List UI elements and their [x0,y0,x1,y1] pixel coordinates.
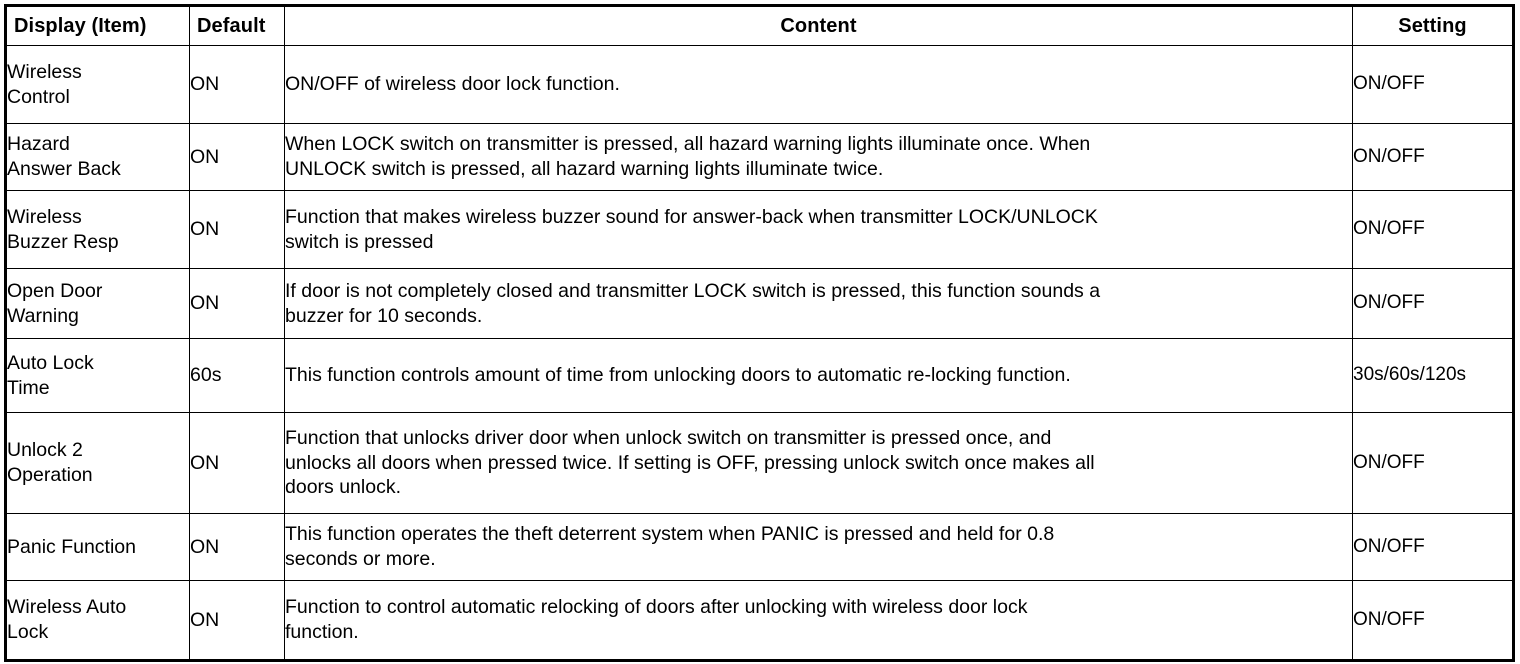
content-line: When LOCK switch on transmitter is press… [285,133,1091,156]
content-line: Function that makes wireless buzzer soun… [285,205,1098,228]
cell-setting-options: ON/OFF [1352,513,1514,581]
display-item-line: Open Door [7,279,103,302]
display-item-line: Wireless [7,60,82,83]
content-line: UNLOCK switch is pressed, all hazard war… [285,158,884,180]
column-header-default: Default [189,5,285,46]
display-item-line: Time [7,376,50,399]
cell-setting-options: ON/OFF [1352,580,1514,661]
cell-content-description: ON/OFF of wireless door lock function. [284,45,1353,124]
column-header-display-item: Display (Item) [5,5,190,46]
display-item-line: Lock [7,621,49,643]
display-item-line: Operation [7,464,93,486]
cell-setting-options: ON/OFF [1352,45,1514,124]
cell-content-description: When LOCK switch on transmitter is press… [284,123,1353,191]
content-line: ON/OFF of wireless door lock function. [285,73,620,96]
cell-content-description: This function controls amount of time fr… [284,338,1353,413]
cell-default-value: ON [189,45,285,124]
cell-content-description: Function to control automatic relocking … [284,580,1353,661]
cell-default-value: ON [189,190,285,269]
cell-setting-options: ON/OFF [1352,123,1514,191]
cell-default-value: 60s [189,338,285,413]
content-line: Function to control automatic relocking … [285,596,1028,619]
content-line: unlocks all doors when pressed twice. If… [285,451,1095,474]
cell-content-description: If door is not completely closed and tra… [284,268,1353,339]
display-item-line: Hazard [7,133,70,156]
content-line: function. [285,621,359,643]
content-line: seconds or more. [285,548,436,570]
table-header: Display (Item) Default Content Setting [5,5,1514,46]
content-line: If door is not completely closed and tra… [285,279,1101,302]
display-item-line: Unlock 2 [7,439,83,462]
header-row: Display (Item) Default Content Setting [5,5,1514,46]
cell-content-description: This function operates the theft deterre… [284,513,1353,581]
cell-setting-options: 30s/60s/120s [1352,338,1514,413]
display-item-line: Control [7,85,70,108]
function-settings-table: Display (Item) Default Content Setting W… [4,4,1515,662]
cell-default-value: ON [189,513,285,581]
content-line: buzzer for 10 seconds. [285,304,483,327]
cell-content-description: Function that makes wireless buzzer soun… [284,190,1353,269]
cell-content-description: Function that unlocks driver door when u… [284,412,1353,514]
content-line: Function that unlocks driver door when u… [285,426,1052,449]
cell-setting-options: ON/OFF [1352,268,1514,339]
cell-default-value: ON [189,412,285,514]
content-line: doors unlock. [285,476,401,499]
display-item-line: Answer Back [7,158,121,180]
display-item-line: Panic Function [7,535,136,558]
cell-setting-options: ON/OFF [1352,190,1514,269]
display-item-line: Wireless [7,205,82,228]
content-line: This function controls amount of time fr… [285,364,1071,387]
display-item-line: Warning [7,304,79,327]
cell-default-value: ON [189,268,285,339]
cell-default-value: ON [189,580,285,661]
content-line: switch is pressed [285,230,434,253]
cell-default-value: ON [189,123,285,191]
content-line: This function operates the theft deterre… [285,523,1055,546]
column-header-content: Content [284,5,1353,46]
cell-setting-options: ON/OFF [1352,412,1514,514]
display-item-line: Wireless Auto [7,596,127,619]
cell-display-item: Panic Function [5,513,190,581]
display-item-line: Buzzer Resp [7,230,119,253]
display-item-line: Auto Lock [7,351,94,374]
column-header-setting: Setting [1352,5,1514,46]
